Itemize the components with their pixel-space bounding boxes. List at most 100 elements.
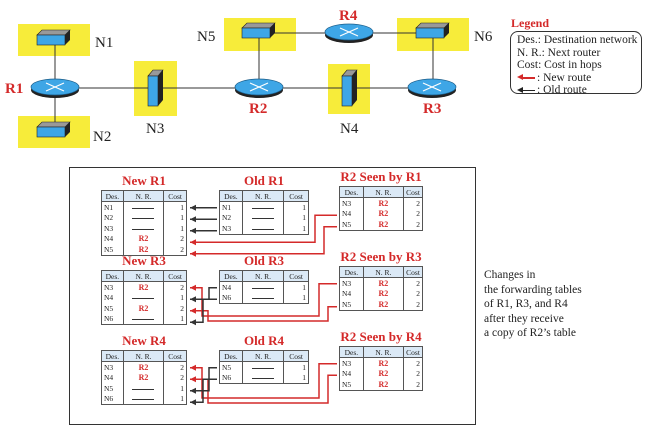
column-header-des: Des. (339, 346, 364, 358)
column-header-cost: Cost (283, 270, 309, 282)
column-header-des: Des. (101, 270, 124, 282)
cell-next-router (122, 393, 165, 405)
cell-des: N3 (339, 357, 364, 369)
no-next-router-dash (132, 388, 155, 390)
column-header-cost: Cost (283, 350, 309, 362)
cell-next-router (122, 212, 165, 223)
cell-des: N2 (101, 212, 124, 223)
cell-des: N3 (339, 277, 364, 289)
legend-item-old-route: : Old route (517, 84, 641, 97)
no-next-router-dash (132, 399, 155, 401)
cell-next-router (241, 281, 285, 293)
cell-cost: 2 (403, 208, 423, 219)
old-route-arrowhead (190, 216, 196, 223)
new-route-arrowhead (190, 284, 196, 291)
column-header-nr: N. R. (362, 346, 405, 358)
cell-cost: 1 (283, 372, 309, 384)
cell-cost: 1 (283, 223, 309, 234)
cell-next-router (241, 212, 285, 223)
old-route-arrow (190, 378, 217, 403)
caption-line: after they receive (484, 312, 564, 325)
cell-des: N3 (339, 197, 364, 209)
no-next-router-dash (132, 207, 155, 209)
cell-des: N4 (101, 372, 124, 383)
cell-cost: 2 (403, 288, 423, 299)
figure-caption: Changes in the forwarding tables of R1, … (484, 268, 582, 341)
old-route-arrowhead (190, 204, 196, 211)
no-next-router-dash (252, 218, 274, 220)
cell-cost: 1 (283, 212, 309, 223)
table-title-old: Old R3 (243, 253, 285, 268)
cell-cost: 2 (163, 361, 187, 373)
cell-cost: 2 (403, 277, 423, 289)
cell-next-router (122, 223, 165, 234)
column-header-des: Des. (219, 350, 243, 362)
old-route-arrow (190, 298, 217, 323)
cell-next-router (241, 372, 285, 384)
label-n1: N1 (95, 35, 113, 51)
new-route-arrow (190, 226, 337, 255)
no-next-router-dash (252, 228, 274, 230)
cell-des: N6 (101, 313, 124, 325)
cell-cost: 1 (163, 212, 187, 223)
cell-des: N5 (219, 361, 243, 373)
old-route-arrowhead (190, 319, 196, 326)
cell-cost: 1 (163, 223, 187, 234)
red-arrow-icon (517, 74, 535, 81)
black-arrow-icon (517, 86, 535, 93)
cell-next-router: R2 (122, 303, 165, 314)
column-header-nr: N. R. (122, 270, 165, 282)
legend-old-route-text: : Old route (537, 84, 587, 96)
cell-cost: 1 (163, 393, 187, 405)
column-header-cost: Cost (403, 346, 423, 358)
cell-cost: 2 (403, 368, 423, 379)
cell-des: N6 (219, 372, 243, 384)
label-n3: N3 (146, 121, 164, 137)
column-header-nr: N. R. (122, 190, 165, 202)
legend-item-new-route: : New route (517, 72, 641, 85)
label-r2: R2 (249, 101, 267, 117)
tables-frame (69, 167, 476, 425)
cell-des: N4 (101, 233, 124, 244)
cell-cost: 2 (163, 244, 187, 255)
cell-cost: 2 (163, 372, 187, 383)
new-route-arrow (190, 306, 337, 322)
cell-cost: 1 (283, 292, 309, 304)
column-header-des: Des. (339, 186, 364, 198)
cell-next-router (122, 313, 165, 325)
no-next-router-dash (252, 207, 274, 209)
column-header-cost: Cost (283, 190, 309, 202)
legend-new-route-text: : New route (537, 71, 592, 84)
column-header-cost: Cost (163, 190, 187, 202)
new-route-arrow (190, 283, 337, 317)
legend-item-des: Des.: Destination network (517, 34, 638, 46)
cell-cost: 1 (163, 292, 187, 303)
column-header-des: Des. (219, 270, 243, 282)
cell-cost: 1 (283, 281, 309, 293)
column-header-nr: N. R. (362, 186, 405, 198)
label-n6: N6 (474, 29, 493, 45)
cell-next-router: R2 (362, 299, 405, 310)
cell-cost: 1 (163, 313, 187, 325)
cell-cost: 1 (283, 201, 309, 213)
cell-next-router: R2 (362, 219, 405, 230)
network-topology: N1 N2 N3 N4 N5 N6 R1 R2 R3 R4 (5, 8, 493, 148)
